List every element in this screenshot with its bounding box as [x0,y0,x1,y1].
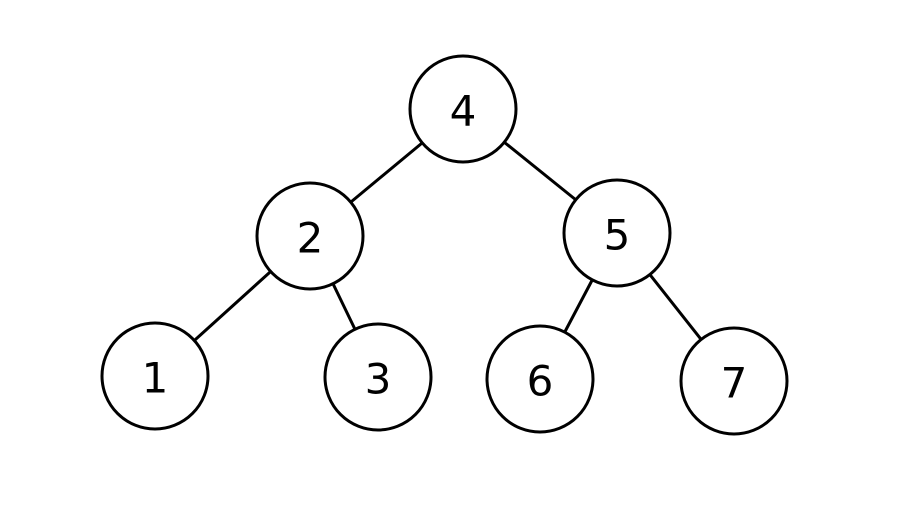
node-label: 6 [527,357,554,406]
node-label: 1 [142,354,169,403]
tree-node-6: 6 [485,324,595,434]
node-circle [323,322,433,432]
node-circle [255,181,365,291]
node-circle [100,321,210,431]
edge-n5-n6 [563,278,594,334]
tree-node-2: 2 [255,181,365,291]
edge-n4-n2 [349,141,424,204]
tree-node-3: 3 [323,322,433,432]
tree-node-1: 1 [100,321,210,431]
tree-node-4: 4 [408,54,518,164]
node-label: 4 [450,87,477,136]
node-label: 7 [721,359,748,408]
tree-node-5: 5 [562,178,672,288]
node-label: 2 [297,214,324,263]
node-circle [408,54,518,164]
node-label: 5 [604,211,631,260]
node-label: 3 [365,355,392,404]
tree-nodes: 4 2 5 1 3 6 7 [100,54,789,436]
tree-node-7: 7 [679,326,789,436]
node-circle [485,324,595,434]
edge-n2-n3 [331,282,357,331]
tree-edges [192,140,703,342]
edge-n5-n7 [648,273,703,341]
node-circle [562,178,672,288]
edge-n4-n5 [502,140,578,202]
edge-n2-n1 [192,270,273,342]
node-circle [679,326,789,436]
